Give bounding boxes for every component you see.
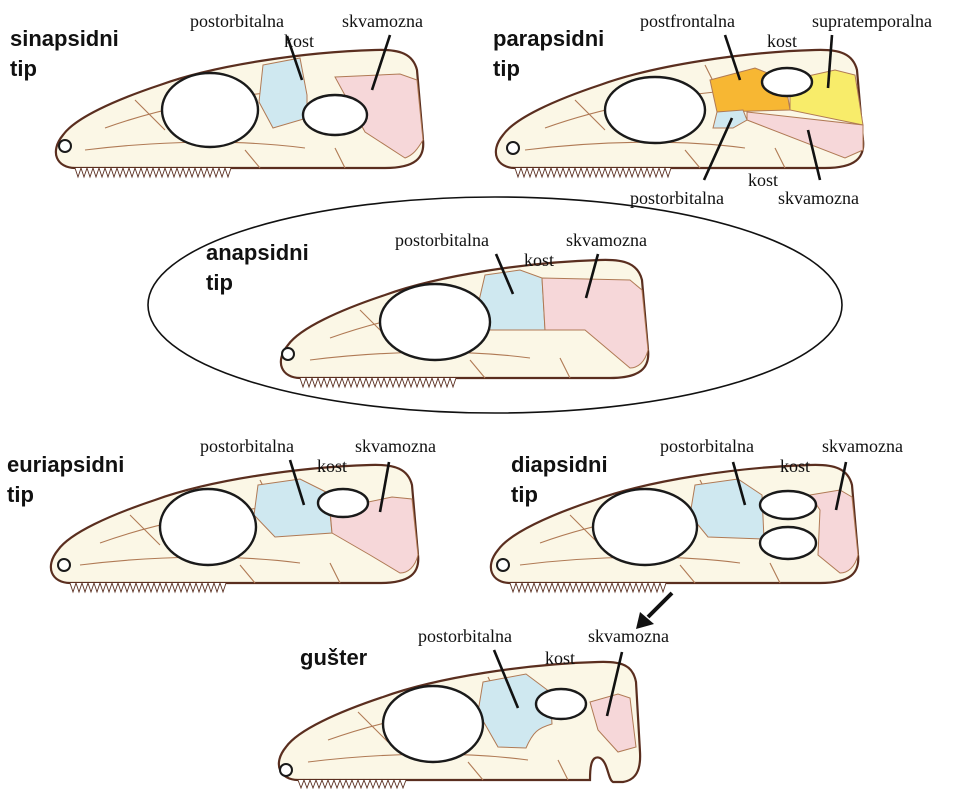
skull-euriapsidni [51, 465, 418, 592]
label-postorbitalna-sinapsidni: postorbitalna [190, 11, 284, 31]
title-euriapsidni-tip: tip [7, 482, 34, 507]
label-kost-euriapsidni: kost [317, 456, 347, 476]
label-skvamozna-euriapsidni: skvamozna [355, 436, 436, 456]
label-skvamozna-diapsidni: skvamozna [822, 436, 903, 456]
label-kost-anapsidni: kost [524, 250, 554, 270]
label-postorbitalna-euriapsidni: postorbitalna [200, 436, 294, 456]
label-kost-guster: kost [545, 648, 575, 668]
title-anapsidni: anapsidni [206, 240, 309, 265]
label-postorbitalna-parapsidni: postorbitalna [630, 188, 724, 208]
label-postorbitalna-diapsidni: postorbitalna [660, 436, 754, 456]
label-skvamozna-anapsidni: skvamozna [566, 230, 647, 250]
label-postfrontalna-parapsidni: postfrontalna [640, 11, 735, 31]
title-sinapsidni: sinapsidni [10, 26, 119, 51]
title-sinapsidni-tip: tip [10, 56, 37, 81]
label-supratemporalna-parapsidni: supratemporalna [812, 11, 932, 31]
label-skvamozna-guster: skvamozna [588, 626, 669, 646]
label-kost-parapsidni-top: kost [767, 31, 797, 51]
skull-guster [279, 662, 640, 788]
title-euriapsidni: euriapsidni [7, 452, 124, 477]
title-diapsidni-tip: tip [511, 482, 538, 507]
skull-anapsidni [281, 260, 648, 387]
label-kost-diapsidni: kost [780, 456, 810, 476]
label-postorbitalna-guster: postorbitalna [418, 626, 512, 646]
label-skvamozna-parapsidni: skvamozna [778, 188, 859, 208]
skull-diapsidni [491, 465, 858, 592]
derivation-arrow [648, 593, 672, 617]
label-skvamozna-sinapsidni: skvamozna [342, 11, 423, 31]
label-postorbitalna-anapsidni: postorbitalna [395, 230, 489, 250]
label-kost-parapsidni-bottom: kost [748, 170, 778, 190]
title-guster: gušter [300, 645, 368, 670]
title-parapsidni: parapsidni [493, 26, 604, 51]
title-diapsidni: diapsidni [511, 452, 608, 477]
skull-parapsidni [496, 50, 863, 177]
skull-sinapsidni [56, 50, 423, 177]
title-parapsidni-tip: tip [493, 56, 520, 81]
title-anapsidni-tip: tip [206, 270, 233, 295]
